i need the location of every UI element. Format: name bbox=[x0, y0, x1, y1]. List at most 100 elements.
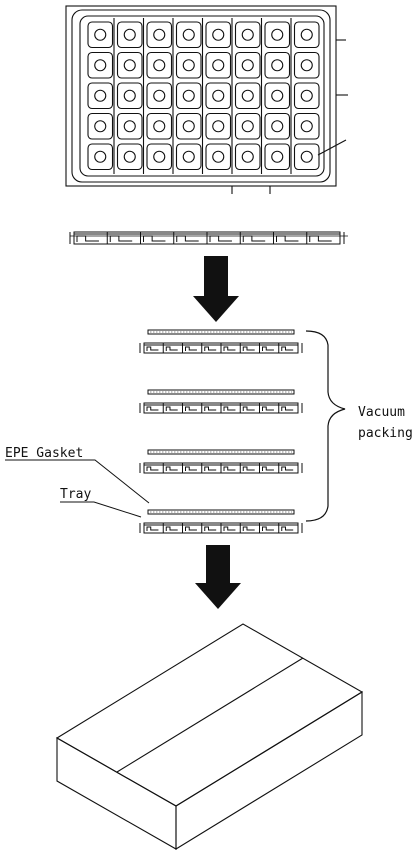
tray-cell-hole bbox=[271, 59, 284, 72]
tray-cell bbox=[87, 21, 114, 49]
tray-cell-hole bbox=[271, 150, 284, 163]
tray-cell bbox=[293, 21, 320, 49]
tray-side-pocket bbox=[242, 466, 255, 471]
tray-side-pocket bbox=[309, 235, 332, 242]
tray-cell bbox=[205, 143, 232, 171]
tray-cell bbox=[175, 143, 202, 171]
epe-gasket bbox=[147, 389, 295, 395]
tray-side-pocket bbox=[76, 235, 99, 242]
tray-cell-hole bbox=[300, 59, 313, 72]
tray-cell bbox=[264, 143, 291, 171]
tray-cell-hole bbox=[241, 120, 254, 133]
tray-cell-hole bbox=[153, 59, 166, 72]
tray-cell-hole bbox=[182, 28, 195, 41]
tray-side-pocket bbox=[146, 346, 159, 351]
tray-cell-hole bbox=[300, 89, 313, 102]
tray-cell bbox=[234, 143, 261, 171]
down-arrow-icon bbox=[195, 545, 241, 609]
tray-cell bbox=[87, 82, 114, 110]
vacuum-label-line2: packing bbox=[358, 426, 413, 441]
tray-side-pocket bbox=[146, 406, 159, 411]
tray-cell bbox=[146, 82, 173, 110]
tray-cell bbox=[293, 51, 320, 79]
tray-cell bbox=[175, 51, 202, 79]
tray-cell-hole bbox=[94, 150, 107, 163]
tray-cell-hole bbox=[153, 120, 166, 133]
tray-cell bbox=[293, 82, 320, 110]
tray-cell bbox=[87, 143, 114, 171]
tray-cell bbox=[205, 21, 232, 49]
tray-side-pocket bbox=[185, 526, 197, 531]
epe-gasket bbox=[147, 329, 295, 335]
tray-cell bbox=[264, 21, 291, 49]
tray-cell-hole bbox=[182, 89, 195, 102]
tray-cell-hole bbox=[212, 120, 225, 133]
box-tape-seam bbox=[116, 657, 304, 773]
tray-cell-hole bbox=[241, 28, 254, 41]
tray-cell bbox=[116, 51, 143, 79]
tray-cell-hole bbox=[300, 150, 313, 163]
tray-top-outer-rim bbox=[71, 9, 331, 183]
tray-stack bbox=[139, 329, 303, 534]
tray-cell-hole bbox=[241, 59, 254, 72]
tray-side-pocket bbox=[204, 466, 217, 471]
epe-gasket bbox=[147, 509, 295, 515]
tray-side-pocket bbox=[143, 235, 166, 242]
tray-cell-hole bbox=[271, 28, 284, 41]
tray-cell-hole bbox=[182, 59, 195, 72]
tray-cell bbox=[146, 112, 173, 140]
tray-side-pocket bbox=[185, 406, 197, 411]
tray-side-pocket bbox=[276, 235, 299, 242]
tray-cell bbox=[146, 143, 173, 171]
tray-cell-hole bbox=[271, 89, 284, 102]
tray-cell bbox=[205, 82, 232, 110]
box-side-face bbox=[175, 691, 363, 850]
tray-cell bbox=[87, 112, 114, 140]
epe-gasket-label: EPE Gasket bbox=[5, 446, 83, 461]
tray-cell bbox=[116, 21, 143, 49]
tray-cell bbox=[293, 143, 320, 171]
tray-cell bbox=[87, 51, 114, 79]
tray-cell bbox=[116, 82, 143, 110]
tray-cell bbox=[146, 51, 173, 79]
tray-side-pocket bbox=[281, 346, 294, 351]
tray-cell bbox=[116, 143, 143, 171]
tray-side-pocket bbox=[165, 406, 178, 411]
tray-cell-hole bbox=[123, 150, 136, 163]
tray-side-pocket bbox=[146, 466, 159, 471]
tray-side-pocket bbox=[146, 526, 159, 531]
tray-cell-hole bbox=[300, 120, 313, 133]
tray-cell bbox=[293, 112, 320, 140]
tray-side-pocket bbox=[281, 406, 294, 411]
tray-cell bbox=[175, 112, 202, 140]
epe-gasket-leader bbox=[5, 459, 150, 504]
tray-cell-hole bbox=[271, 120, 284, 133]
tray-side-pocket bbox=[223, 526, 236, 531]
tray-cell bbox=[175, 21, 202, 49]
tray-side-pocket bbox=[262, 406, 274, 411]
tray-side-pocket bbox=[242, 346, 255, 351]
tray-top-inner-rim bbox=[79, 15, 325, 177]
tray-side-pocket bbox=[262, 526, 274, 531]
tray-top-view bbox=[65, 5, 348, 194]
tray-cell bbox=[116, 112, 143, 140]
tray-cell bbox=[175, 82, 202, 110]
tray-side-pocket bbox=[165, 526, 178, 531]
tray-cell-hole bbox=[94, 59, 107, 72]
tray-cell-hole bbox=[123, 59, 136, 72]
tray-cell-hole bbox=[123, 89, 136, 102]
tray-cell bbox=[146, 21, 173, 49]
tray-side-pocket bbox=[262, 346, 274, 351]
box-front-face bbox=[56, 737, 177, 850]
tray-cell-hole bbox=[94, 28, 107, 41]
tray-side-pocket bbox=[176, 235, 199, 242]
tray-cell-hole bbox=[123, 120, 136, 133]
vacuum-brace bbox=[305, 330, 346, 522]
tray-side-pocket bbox=[204, 346, 217, 351]
tray-side-profile bbox=[139, 342, 303, 354]
tray-side-pocket bbox=[185, 466, 197, 471]
tray-side-pocket bbox=[204, 406, 217, 411]
tray-top-leader-line bbox=[317, 139, 347, 156]
tray-cell bbox=[205, 51, 232, 79]
